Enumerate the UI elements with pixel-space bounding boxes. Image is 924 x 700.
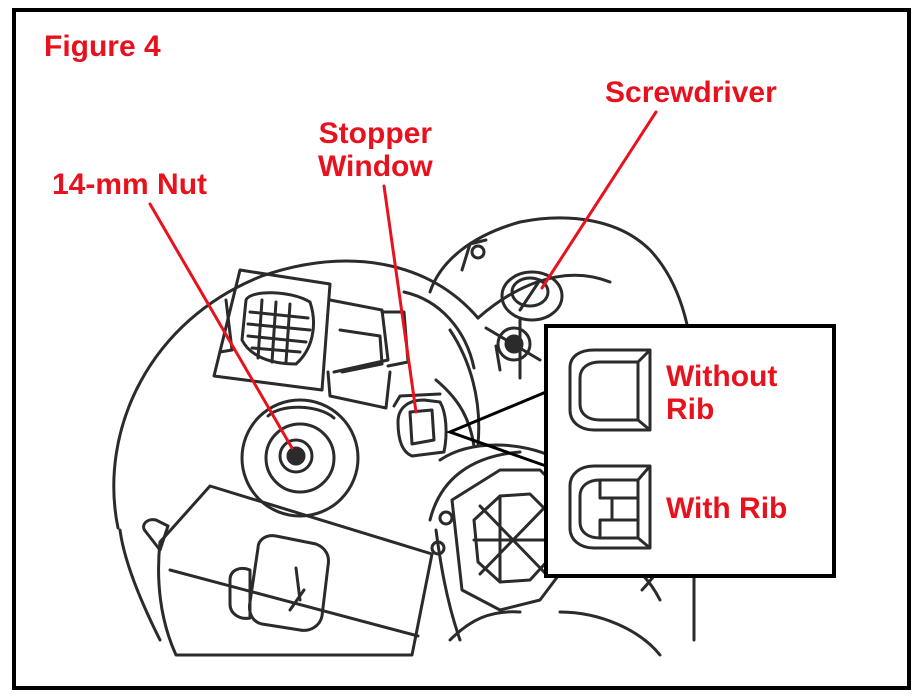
- rib-detail-inset: [445, 324, 836, 578]
- outer-frame: [12, 8, 911, 690]
- label-screwdriver: Screwdriver: [605, 76, 777, 109]
- without-rib-icon: [568, 348, 652, 432]
- label-14mm-nut: 14-mm Nut: [52, 168, 208, 201]
- label-without-rib: Without Rib: [666, 360, 777, 426]
- leader-nut: [148, 202, 294, 450]
- leader-stopper: [382, 184, 418, 414]
- leader-screwdriver: [540, 110, 658, 290]
- inset-box: [544, 324, 836, 578]
- figure-title: Figure 4: [44, 30, 161, 63]
- inset-callout-lines: [445, 390, 547, 468]
- label-without-line1: Without: [666, 360, 778, 393]
- motor-assembly-drawing: [112, 216, 696, 657]
- label-without-line2: Rib: [666, 393, 715, 426]
- label-with-rib: With Rib: [666, 492, 788, 525]
- label-stopper-line2: Window: [318, 150, 433, 183]
- leader-lines: [148, 110, 658, 450]
- with-rib-icon: [568, 464, 652, 550]
- label-stopper-window: Stopper Window: [318, 117, 433, 183]
- label-stopper-line1: Stopper: [318, 117, 433, 150]
